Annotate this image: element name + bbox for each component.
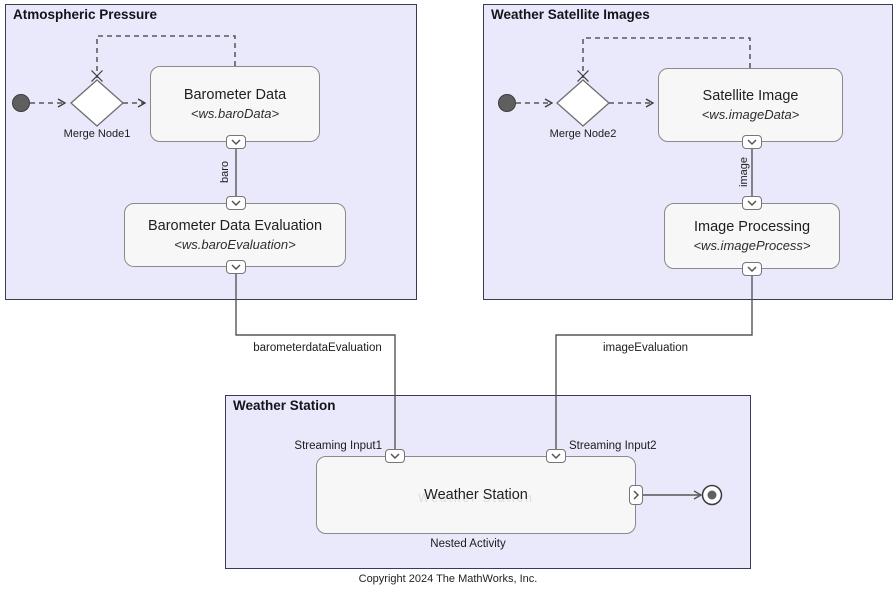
container-title-satellite: Weather Satellite Images [491,7,650,22]
chevron-down-icon [231,139,241,146]
action-name: Barometer Data [183,87,287,103]
edge-label-image-evaluation: imageEvaluation [602,342,689,354]
port-streaming-input1[interactable] [385,449,405,463]
chevron-down-icon [390,453,400,460]
merge-node2-diamond[interactable] [556,79,610,127]
port-barodata-output[interactable] [226,135,246,149]
action-stereotype: <ws.baroData> [190,106,280,121]
container-title-station: Weather Station [233,398,336,413]
edge-label-barometerdata-evaluation: barometerdataEvaluation [253,342,382,354]
action-barometer-data-evaluation[interactable]: Barometer Data Evaluation <ws.baroEvalua… [124,203,346,267]
feedback-flow-satelliteimage-to-merge2[interactable] [582,37,751,78]
chevron-down-icon [231,200,241,207]
initial-node-atmospheric[interactable] [12,94,30,112]
merge-node1-diamond[interactable] [70,79,124,127]
port-station-output[interactable] [629,485,643,505]
action-name: Weather Station [424,487,528,503]
action-stereotype: <ws.imageProcess> [693,238,811,253]
cross-marker-icon [577,70,589,82]
port-streaming-input2[interactable] [546,449,566,463]
action-name: Barometer Data Evaluation [147,218,323,234]
flow-label-image: image [738,157,750,187]
arrowhead-icon [645,98,655,108]
port-imageprocessing-output[interactable] [742,262,762,276]
merge-node2-label: Merge Node2 [549,128,617,140]
chevron-down-icon [551,453,561,460]
action-weather-station-nested[interactable]: Weather Station Weather Station [316,456,636,534]
container-title-atmospheric: Atmospheric Pressure [13,7,158,22]
port-satelliteimage-output[interactable] [742,135,762,149]
chevron-down-icon [747,266,757,273]
action-name: Satellite Image [702,88,799,104]
arrowhead-icon [137,98,147,108]
action-satellite-image[interactable]: Satellite Image <ws.imageData> [658,68,843,142]
merge-node1-label: Merge Node1 [63,128,131,140]
chevron-down-icon [747,139,757,146]
flow-label-baro: baro [219,160,231,184]
final-node-inner [707,490,717,500]
action-stereotype: <ws.imageData> [701,107,800,122]
arrowhead-icon [544,98,554,108]
port-baroevaluation-input[interactable] [226,196,246,210]
object-flow-barometerdata-evaluation[interactable] [235,274,396,449]
chevron-down-icon [747,200,757,207]
cross-marker-icon [91,70,103,82]
copyright-text: Copyright 2024 The MathWorks, Inc. [358,573,538,585]
action-name: Image Processing [693,219,811,235]
chevron-down-icon [231,264,241,271]
port-baroevaluation-output[interactable] [226,260,246,274]
action-barometer-data[interactable]: Barometer Data <ws.baroData> [150,66,320,142]
arrowhead-icon [57,98,67,108]
arrowhead-icon [693,490,703,500]
nested-preview-watermark: Weather Station [418,491,534,506]
nested-activity-label: Nested Activity [430,538,506,550]
object-flow-image-evaluation[interactable] [555,276,753,449]
initial-node-satellite[interactable] [498,94,516,112]
action-image-processing[interactable]: Image Processing <ws.imageProcess> [664,203,840,269]
action-stereotype: <ws.baroEvaluation> [174,237,296,252]
port-imageprocessing-input[interactable] [742,196,762,210]
feedback-flow-barodata-to-merge1[interactable] [96,35,236,78]
streaming-input1-label: Streaming Input1 [294,440,382,452]
streaming-input2-label: Streaming Input2 [569,440,657,452]
chevron-right-icon [633,490,640,500]
